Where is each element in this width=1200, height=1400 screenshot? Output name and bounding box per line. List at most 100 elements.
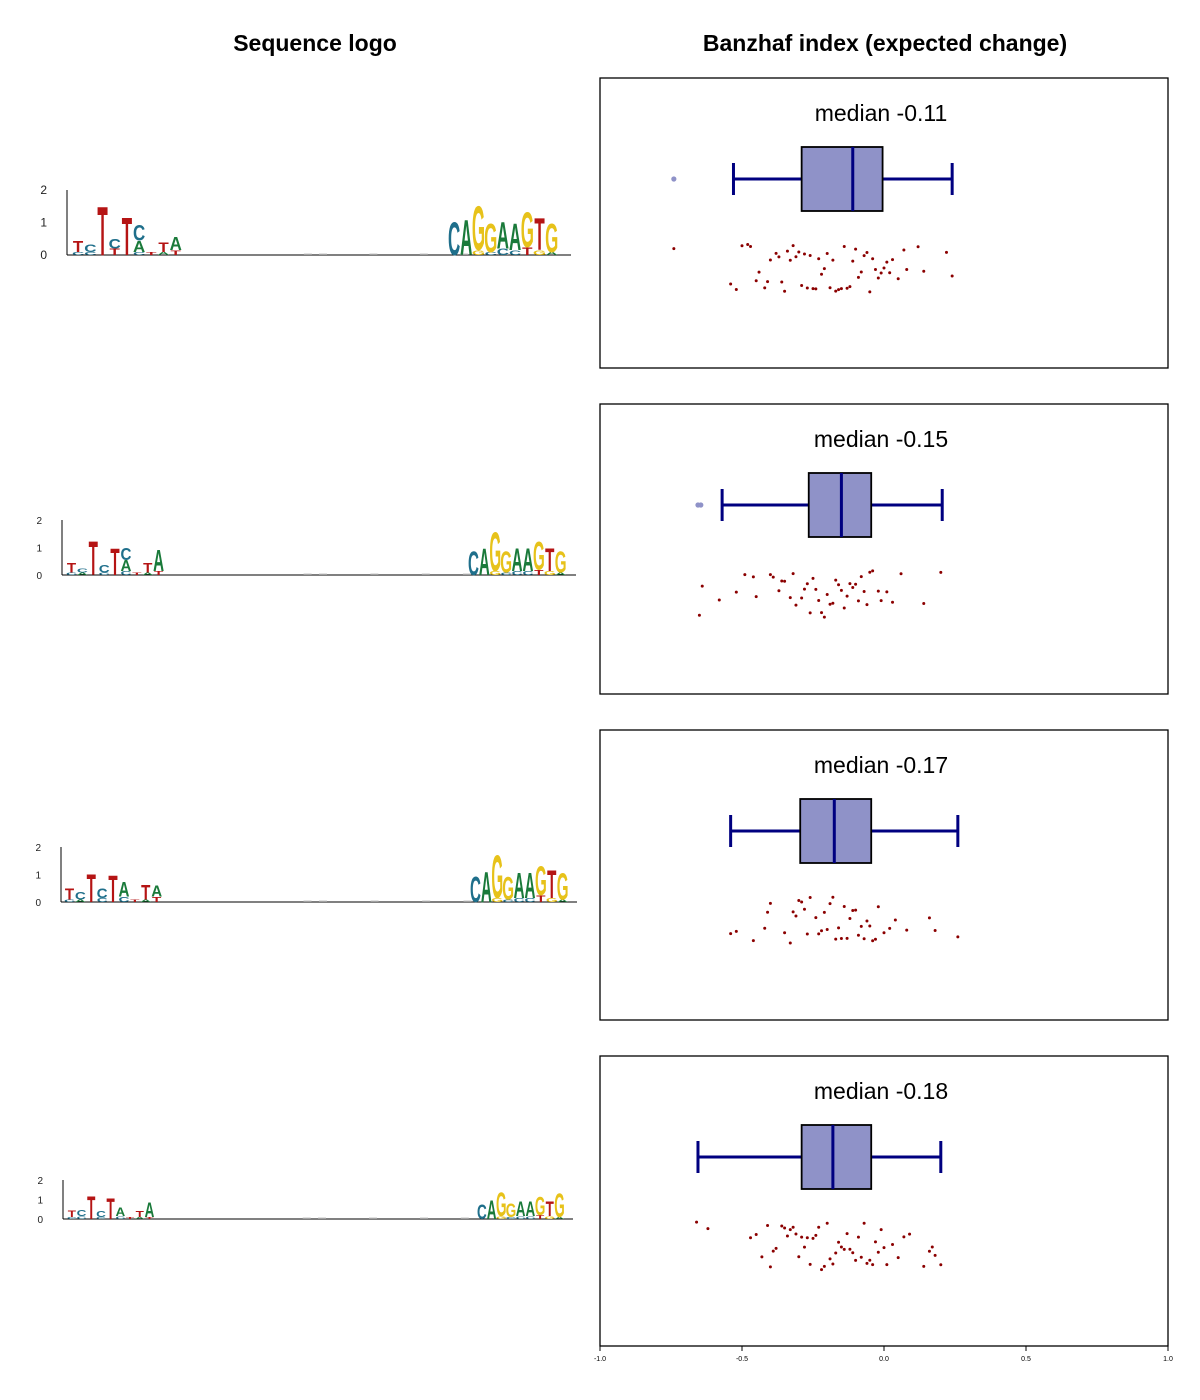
logo-left-pos-7-T: T bbox=[146, 251, 157, 256]
jitter-point bbox=[834, 289, 838, 293]
logo-right-pos-3-G: G bbox=[489, 520, 501, 583]
jitter-point bbox=[865, 919, 869, 923]
jitter-point bbox=[802, 907, 806, 911]
jitter-point bbox=[862, 937, 866, 941]
logo-left-pos-5-T: T bbox=[108, 869, 117, 911]
logo-right-pos-3-G: G bbox=[472, 193, 485, 264]
jitter-point bbox=[757, 270, 761, 274]
jitter-point bbox=[768, 901, 772, 905]
jitter-point bbox=[783, 289, 787, 293]
logo-right-pos-7-G: G bbox=[533, 535, 545, 579]
jitter-point bbox=[885, 1263, 889, 1267]
jitter-point bbox=[845, 936, 849, 940]
jitter-point bbox=[837, 583, 841, 587]
logo-left-pos-8-T: T bbox=[158, 240, 169, 255]
logo-right-pos-4-G: G bbox=[506, 1201, 516, 1222]
jitter-point bbox=[828, 602, 832, 606]
logo-left-pos-1-C: C bbox=[72, 251, 84, 256]
jitter-point bbox=[788, 941, 792, 945]
logo-right-pos-6-A: A bbox=[524, 865, 535, 905]
jitter-point bbox=[871, 939, 875, 943]
jitter-point bbox=[851, 909, 855, 913]
logo-right-pos-4-G: G bbox=[502, 871, 514, 907]
jitter-point bbox=[766, 280, 770, 284]
logo-right-pos-9-A: A bbox=[555, 1217, 565, 1220]
logo-right-pos-8-T: T bbox=[545, 543, 555, 579]
logo-right-pos-7-T: T bbox=[536, 894, 546, 905]
logo-left-pos-8-A: A bbox=[157, 251, 169, 256]
jitter-point bbox=[783, 579, 787, 583]
jitter-point bbox=[672, 247, 676, 251]
logo-left-pos-2-C: C bbox=[77, 1210, 87, 1219]
logo-left-pos-8-A: A bbox=[140, 899, 151, 903]
jitter-point bbox=[876, 276, 880, 280]
logo-right-pos-5-A: A bbox=[512, 543, 523, 579]
logo-y-tick-label: 2 bbox=[35, 843, 41, 854]
jitter-point bbox=[811, 287, 815, 291]
jitter-point bbox=[791, 910, 795, 914]
jitter-point bbox=[805, 932, 809, 936]
jitter-point bbox=[868, 290, 872, 294]
logo-right-pos-9-A: A bbox=[546, 251, 558, 256]
logo-left-pos-4-C: C bbox=[97, 897, 108, 903]
jitter-point bbox=[885, 590, 889, 594]
jitter-point bbox=[848, 285, 852, 289]
jitter-point bbox=[788, 596, 792, 600]
jitter-point bbox=[820, 611, 824, 615]
logo-left-pos-5-T: T bbox=[110, 542, 119, 584]
logo-right-pos-2-A: A bbox=[460, 209, 472, 265]
jitter-point bbox=[902, 1235, 906, 1239]
jitter-point bbox=[754, 595, 758, 599]
logo-right-pos-5-C: C bbox=[514, 897, 525, 903]
jitter-point bbox=[746, 243, 750, 247]
jitter-point bbox=[865, 251, 869, 255]
jitter-point bbox=[797, 1255, 801, 1259]
logo-left-pos-2-C: C bbox=[77, 568, 88, 574]
jitter-point bbox=[814, 587, 818, 591]
logo-left-pos-1-T: T bbox=[73, 238, 83, 255]
logo-left-pos-4-C: C bbox=[96, 1210, 106, 1219]
iqr-box bbox=[800, 1124, 873, 1190]
jitter-point bbox=[859, 924, 863, 928]
jitter-point bbox=[871, 1263, 875, 1267]
jitter-point bbox=[876, 905, 880, 909]
logo-right-pos-8-T: T bbox=[546, 1197, 554, 1221]
jitter-point bbox=[927, 1249, 931, 1253]
logo-right-pos-7-T: T bbox=[536, 1215, 545, 1221]
logo-left-pos-1-C: C bbox=[64, 899, 75, 903]
logo-right-pos-5-C: C bbox=[497, 247, 509, 257]
jitter-point bbox=[837, 288, 841, 292]
logo-right-pos-5-A: A bbox=[497, 215, 509, 258]
logo-y-tick-label: 1 bbox=[36, 544, 42, 555]
median-label: median -0.18 bbox=[814, 1078, 948, 1104]
jitter-point bbox=[820, 929, 824, 933]
jitter-point bbox=[780, 280, 784, 284]
logo-right-pos-6-A: A bbox=[509, 216, 521, 259]
jitter-point bbox=[791, 244, 795, 248]
logo-left-pos-4-C: C bbox=[97, 887, 108, 902]
logo-panel-4: 012 bbox=[37, 1176, 573, 1226]
jitter-point bbox=[879, 1228, 883, 1232]
logo-right-pos-4-G: G bbox=[484, 215, 497, 261]
jitter-point bbox=[766, 910, 770, 914]
jitter-point bbox=[856, 1235, 860, 1239]
jitter-point bbox=[944, 250, 948, 254]
jitter-point bbox=[856, 599, 860, 603]
jitter-point bbox=[891, 258, 895, 262]
logo-left-pos-9-A: A bbox=[170, 234, 183, 255]
logo-left-pos-3-T: T bbox=[89, 532, 98, 586]
jitter-point bbox=[896, 277, 900, 281]
jitter-point bbox=[856, 275, 860, 279]
logo-right-pos-1-C: C bbox=[448, 212, 460, 265]
jitter-point bbox=[905, 268, 909, 272]
panel-frame bbox=[599, 77, 1169, 369]
jitter-point bbox=[839, 1245, 843, 1249]
logo-y-tick-label: 0 bbox=[40, 248, 47, 262]
jitter-point bbox=[854, 582, 858, 586]
jitter-point bbox=[788, 1228, 792, 1232]
banzhaf-panel-2: median -0.15 bbox=[599, 403, 1169, 695]
logo-right-pos-3-G: G bbox=[491, 844, 503, 911]
jitter-point bbox=[820, 1268, 824, 1272]
jitter-point bbox=[771, 575, 775, 579]
logo-left-pos-8-A: A bbox=[135, 1217, 145, 1220]
